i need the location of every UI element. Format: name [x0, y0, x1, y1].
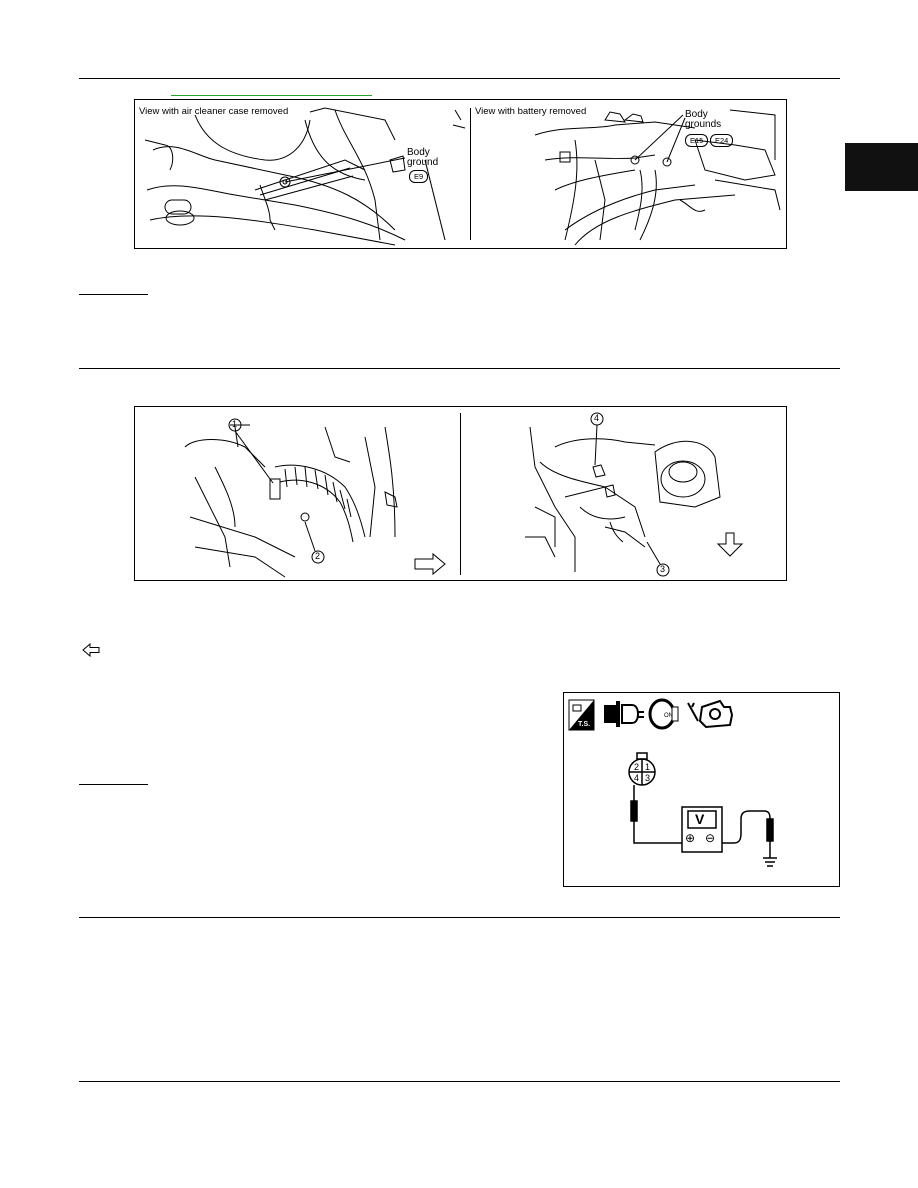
pin-2: 2 [634, 762, 640, 772]
left-arrow-icon [82, 643, 100, 657]
ts-label: T.S. [577, 720, 592, 729]
heading-underline [79, 784, 148, 785]
panel-divider [460, 413, 461, 575]
figure-voltage-check: T.S. ON 2 1 4 3 V ⊕ ⊖ [563, 692, 840, 887]
right-view-caption: View with battery removed [475, 106, 587, 117]
connector-icon [604, 701, 644, 727]
pin-3: 3 [645, 773, 651, 783]
panel-divider [470, 108, 471, 240]
voltage-check-diagram [568, 698, 777, 867]
body-ground-callout: Body ground [407, 147, 439, 168]
voltmeter-label: V [695, 811, 705, 827]
section-rule-2 [79, 917, 840, 918]
pin-1: 1 [645, 762, 651, 772]
pin-4: 4 [634, 773, 640, 783]
section-tab [845, 143, 918, 191]
ignition-on-icon [648, 698, 679, 730]
sensor-location-illustration [184, 412, 744, 578]
connector-badge-e15: E15 [685, 134, 709, 147]
meter-negative-terminal: ⊖ [705, 831, 716, 845]
callout-4: 4 [594, 413, 600, 423]
figure-sensor-locations: 1 2 3 4 [134, 406, 787, 581]
reference-link-underline[interactable] [171, 95, 372, 96]
section-rule-1 [79, 368, 840, 369]
engine-icon [687, 699, 734, 729]
left-view-caption: View with air cleaner case removed [139, 106, 289, 117]
top-rule [79, 78, 840, 79]
meter-positive-terminal: ⊕ [685, 831, 696, 845]
figure-body-ground-locations: View with air cleaner case removed View … [134, 99, 787, 249]
engine-compartment-illustration [144, 107, 781, 246]
callout-1: 1 [232, 419, 238, 429]
on-label: ON [664, 713, 673, 719]
callout-3: 3 [660, 564, 666, 574]
connector-badge-e24: E24 [710, 134, 734, 147]
callout-2: 2 [315, 551, 321, 561]
body-grounds-callout: Body grounds [685, 109, 722, 130]
heading-underline [79, 294, 148, 295]
connector-badge-e9: E9 [409, 170, 429, 183]
section-rule-3 [79, 1081, 840, 1082]
